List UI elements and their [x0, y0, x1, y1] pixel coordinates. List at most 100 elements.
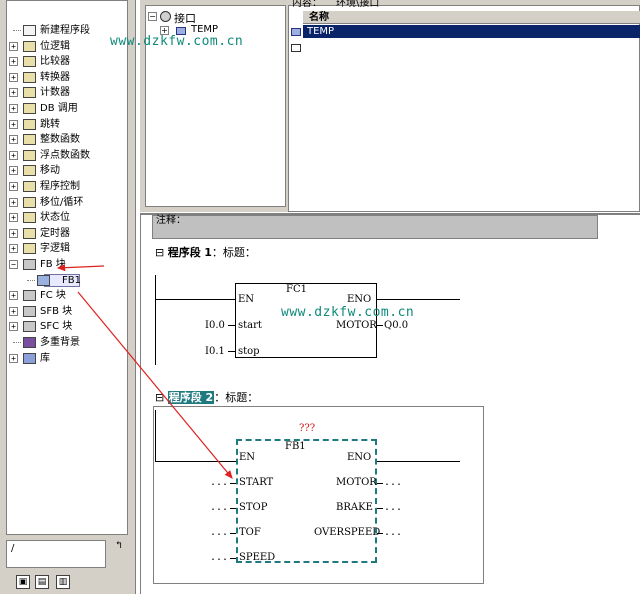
catalog-item-expander[interactable]: + — [9, 88, 18, 98]
catalog-item-expander[interactable]: + — [9, 306, 18, 316]
move-icon — [23, 165, 36, 177]
catalog-tab-list[interactable]: ▥ — [56, 575, 70, 589]
catalog-item-expander[interactable]: + — [9, 322, 18, 332]
ladder-editor[interactable] — [140, 213, 640, 594]
catalog-item[interactable]: 多重背景 — [7, 335, 127, 350]
overspeed-out-wire — [377, 533, 383, 534]
overspeed-operand-placeholder[interactable]: ... — [384, 527, 403, 538]
temp-expander[interactable]: + — [160, 26, 169, 35]
catalog-item[interactable]: +定时器 — [7, 226, 127, 241]
tof-operand-placeholder[interactable]: ... — [210, 527, 229, 538]
network1-title[interactable]: ⊟ 程序段 1：标题： — [155, 244, 256, 260]
motor-operand-placeholder[interactable]: ... — [384, 477, 403, 488]
interface-table[interactable]: 名称 TEMP — [288, 5, 640, 212]
fb1-speed-pin: SPEED — [239, 552, 276, 563]
catalog-item-label: 整数函数 — [40, 134, 80, 146]
table-row[interactable]: TEMP — [303, 25, 640, 38]
network1-collapse-icon[interactable]: ⊟ — [155, 246, 165, 259]
integer-function-icon — [23, 134, 36, 146]
catalog-item-expander[interactable]: + — [9, 119, 18, 129]
interface-tree[interactable]: − 接口 + TEMP — [145, 5, 286, 207]
start-operand-placeholder[interactable]: ... — [210, 477, 229, 488]
fb1-icon — [37, 274, 50, 286]
column-header-name[interactable]: 名称 — [303, 11, 640, 24]
catalog-item-label: 库 — [40, 352, 50, 364]
sort-button[interactable]: ↰ — [115, 540, 123, 551]
catalog-item[interactable]: +转换器 — [7, 70, 127, 85]
catalog-path-value: / — [11, 543, 15, 554]
catalog-item[interactable]: +SFC 块 — [7, 319, 127, 334]
block-comment-field[interactable]: 注释： — [152, 215, 598, 239]
catalog-item-label: 浮点数函数 — [40, 149, 90, 161]
program-control-icon — [23, 181, 36, 192]
arrow-to-fb-block — [56, 264, 105, 272]
catalog-item-expander[interactable]: + — [9, 72, 18, 82]
fc1-start-operand[interactable]: I0.0 — [205, 320, 225, 331]
catalog-item[interactable]: +库 — [7, 351, 127, 366]
catalog-item-label: SFB 块 — [40, 305, 73, 317]
catalog-item-expander[interactable]: + — [9, 244, 18, 254]
catalog-item-expander[interactable]: + — [9, 57, 18, 67]
catalog-item[interactable]: +移动 — [7, 163, 127, 178]
catalog-tree[interactable]: 新建程序段+位逻辑+比较器+转换器+计数器+DB 调用+跳转+整数函数+浮点数函… — [6, 0, 128, 535]
catalog-item-label: 跳转 — [40, 118, 60, 130]
catalog-item[interactable]: + 整数函数 — [7, 132, 127, 147]
catalog-item-expander[interactable]: + — [9, 291, 18, 301]
fc1-stop-operand[interactable]: I0.1 — [205, 346, 225, 357]
catalog-item[interactable]: 新建程序段 — [7, 23, 127, 38]
network2-collapse-icon[interactable]: ⊟ — [155, 391, 165, 404]
network2-title[interactable]: ⊟ 程序段 2：标题： — [155, 389, 258, 405]
stop-operand-placeholder[interactable]: ... — [210, 502, 229, 513]
interface-expander[interactable]: − — [148, 12, 157, 21]
catalog-item[interactable]: + 字逻辑 — [7, 241, 127, 256]
catalog-item-label: 程序控制 — [40, 181, 80, 192]
catalog-item[interactable]: + 计数器 — [7, 85, 127, 100]
catalog-item[interactable]: +移位/循环 — [7, 195, 127, 210]
temp-label[interactable]: TEMP — [191, 24, 219, 35]
stop-operand-wire — [228, 351, 235, 352]
catalog-item-expander[interactable]: + — [9, 197, 18, 207]
watermark-top: www.dzkfw.com.cn — [110, 34, 244, 49]
catalog-item-expander[interactable]: + — [9, 182, 18, 191]
catalog-item-expander[interactable]: + — [9, 213, 18, 223]
catalog-item-expander[interactable]: + — [9, 150, 18, 160]
catalog-item[interactable]: − FB 块 — [7, 257, 127, 272]
fc1-eno-pin: ENO — [347, 294, 372, 305]
catalog-item-label: 计数器 — [40, 87, 70, 99]
speed-operand-placeholder[interactable]: ... — [210, 552, 229, 563]
catalog-item[interactable]: +FC 块 — [7, 288, 127, 303]
network1-en-wire — [155, 299, 235, 300]
catalog-item[interactable]: + SFB 块 — [7, 304, 127, 319]
catalog-item[interactable]: + 浮点数函数 — [7, 148, 127, 163]
catalog-item-expander[interactable]: + — [9, 135, 18, 145]
catalog-path-field[interactable]: / — [6, 540, 106, 568]
catalog-item-expander[interactable]: + — [9, 104, 18, 113]
catalog-item[interactable]: + 跳转 — [7, 117, 127, 132]
catalog-tab-call-structure[interactable]: ▤ — [35, 575, 49, 589]
catalog-item-expander[interactable]: + — [9, 228, 18, 238]
sfc-block-icon — [23, 321, 36, 333]
catalog-item[interactable]: +状态位 — [7, 210, 127, 225]
catalog-item-expander[interactable]: + — [9, 353, 18, 363]
jump-icon — [23, 118, 36, 130]
catalog-tab-elements[interactable]: ▣ — [16, 575, 30, 589]
watermark-middle: www.dzkfw.com.cn — [281, 305, 415, 320]
interface-root-label[interactable]: 接口 — [174, 12, 196, 25]
fb1-block[interactable] — [236, 439, 377, 563]
brake-operand-placeholder[interactable]: ... — [384, 502, 403, 513]
catalog-item[interactable]: +位逻辑 — [7, 39, 127, 54]
catalog-item-expander[interactable]: − — [9, 260, 18, 269]
catalog-item[interactable]: FB1 — [7, 273, 127, 288]
fb1-instance-unknown[interactable]: ??? — [299, 423, 316, 434]
catalog-item[interactable]: +比较器 — [7, 54, 127, 69]
catalog-item-expander[interactable]: + — [9, 41, 18, 51]
fc1-block[interactable] — [235, 283, 377, 358]
catalog-item-expander[interactable]: + — [9, 166, 18, 176]
fc1-name: FC1 — [286, 284, 307, 295]
catalog-item-label: 字逻辑 — [40, 243, 70, 255]
catalog-item-label: FB 块 — [40, 259, 66, 270]
catalog-item[interactable]: +DB 调用 — [7, 101, 127, 116]
library-icon — [23, 352, 36, 364]
catalog-item[interactable]: + 程序控制 — [7, 179, 127, 194]
fc1-motor-operand[interactable]: Q0.0 — [384, 320, 409, 331]
